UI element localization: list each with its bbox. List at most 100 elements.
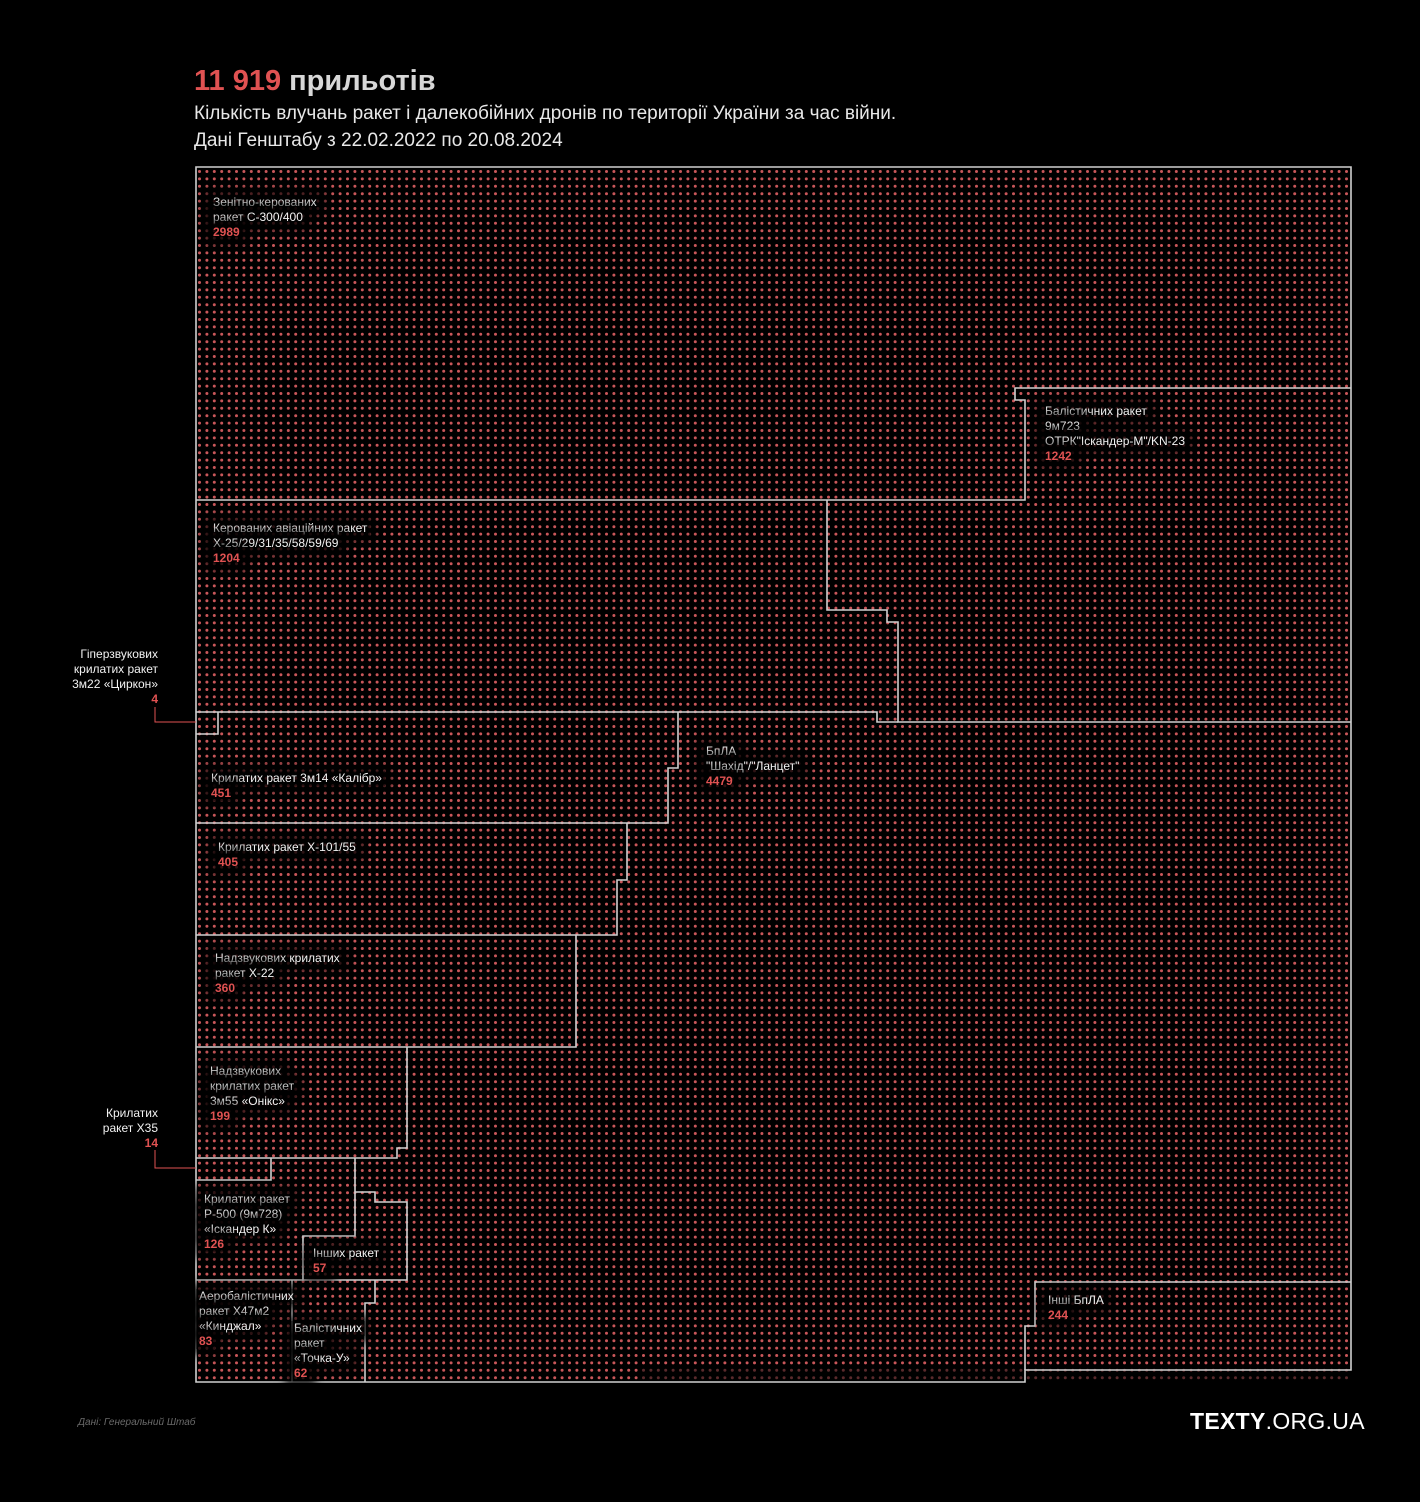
waffle-dot <box>1189 384 1193 388</box>
waffle-dot <box>975 184 978 188</box>
waffle-dot <box>767 362 771 366</box>
waffle-dot <box>1322 340 1326 344</box>
waffle-dot <box>679 332 682 336</box>
waffle-dot <box>849 384 853 388</box>
waffle-dot <box>1300 229 1304 233</box>
waffle-dot <box>656 258 660 262</box>
waffle-dot <box>442 325 446 329</box>
waffle-dot <box>1100 273 1104 277</box>
waffle-dot <box>1049 199 1052 203</box>
waffle-dot <box>420 281 423 284</box>
waffle-dot <box>679 199 682 203</box>
waffle-dot <box>479 251 483 255</box>
waffle-dot <box>893 295 897 299</box>
waffle-dot <box>1093 362 1097 366</box>
waffle-dot <box>893 199 897 203</box>
waffle-dot <box>693 281 697 284</box>
waffle-dot <box>841 192 845 196</box>
waffle-dot <box>745 207 749 210</box>
waffle-dot <box>782 251 786 255</box>
waffle-dot <box>516 221 520 225</box>
waffle-dot <box>634 369 638 373</box>
waffle-dot <box>1322 288 1326 292</box>
waffle-dot <box>804 214 808 218</box>
waffle-dot <box>908 318 912 321</box>
waffle-dot <box>975 369 978 373</box>
waffle-dot <box>634 170 638 173</box>
waffle-dot <box>1004 303 1008 307</box>
waffle-dot <box>471 281 475 284</box>
waffle-dot <box>338 369 342 373</box>
waffle-dot <box>619 214 623 218</box>
waffle-dot <box>679 258 682 262</box>
waffle-dot <box>1041 310 1045 314</box>
waffle-dot <box>856 192 860 196</box>
waffle-dot <box>804 273 808 277</box>
waffle-dot <box>1160 332 1163 336</box>
waffle-dot <box>538 214 542 218</box>
waffle-dot <box>1226 355 1230 358</box>
waffle-dot <box>656 251 660 255</box>
waffle-dot <box>353 288 357 292</box>
waffle-dot <box>457 288 460 292</box>
waffle-dot <box>575 281 579 284</box>
waffle-dot <box>1056 273 1060 277</box>
waffle-dot <box>938 207 941 210</box>
waffle-dot <box>1337 347 1341 351</box>
waffle-dot <box>227 251 231 255</box>
waffle-dot <box>1137 258 1141 262</box>
waffle-dot <box>1204 384 1208 388</box>
waffle-dot <box>656 266 660 270</box>
waffle-dot <box>767 236 771 240</box>
waffle-dot <box>390 318 394 321</box>
waffle-dot <box>693 207 697 210</box>
waffle-dot <box>886 273 890 277</box>
waffle-dot <box>1197 318 1200 321</box>
waffle-dot <box>309 184 312 188</box>
waffle-dot <box>1049 229 1052 233</box>
waffle-dot <box>516 288 520 292</box>
waffle-dot <box>864 177 867 181</box>
waffle-dot <box>1271 258 1274 262</box>
waffle-dot <box>545 325 549 329</box>
waffle-dot <box>1256 340 1260 344</box>
waffle-dot <box>368 184 372 188</box>
waffle-dot <box>442 303 446 307</box>
waffle-dot <box>597 310 601 314</box>
waffle-dot <box>1248 355 1252 358</box>
waffle-dot <box>279 310 283 314</box>
waffle-dot <box>434 303 438 307</box>
waffle-dot <box>782 229 786 233</box>
waffle-dot <box>1337 281 1341 284</box>
waffle-dot <box>264 347 268 351</box>
waffle-dot <box>516 392 520 395</box>
waffle-dot <box>227 295 231 299</box>
waffle-dot <box>1160 177 1163 181</box>
waffle-dot <box>1182 355 1186 358</box>
waffle-dot <box>634 303 638 307</box>
waffle-dot <box>1004 355 1008 358</box>
waffle-dot <box>1026 392 1030 395</box>
waffle-dot <box>383 184 386 188</box>
waffle-dot <box>220 310 224 314</box>
waffle-dot <box>1263 392 1267 395</box>
waffle-dot <box>597 325 601 329</box>
waffle-dot <box>1322 266 1326 270</box>
waffle-dot <box>1263 214 1267 218</box>
waffle-dot <box>575 318 579 321</box>
waffle-dot <box>1034 310 1038 314</box>
waffle-dot <box>982 273 986 277</box>
waffle-dot <box>834 199 838 203</box>
waffle-dot <box>923 192 927 196</box>
waffle-dot <box>523 236 527 240</box>
waffle-dot <box>923 355 927 358</box>
waffle-dot <box>301 369 305 373</box>
waffle-dot <box>264 258 268 262</box>
waffle-dot <box>560 221 564 225</box>
waffle-dot <box>338 177 342 181</box>
waffle-dot <box>745 303 749 307</box>
waffle-dot <box>338 281 342 284</box>
waffle-dot <box>723 384 727 388</box>
waffle-dot <box>1137 266 1141 270</box>
waffle-dot <box>1108 273 1112 277</box>
